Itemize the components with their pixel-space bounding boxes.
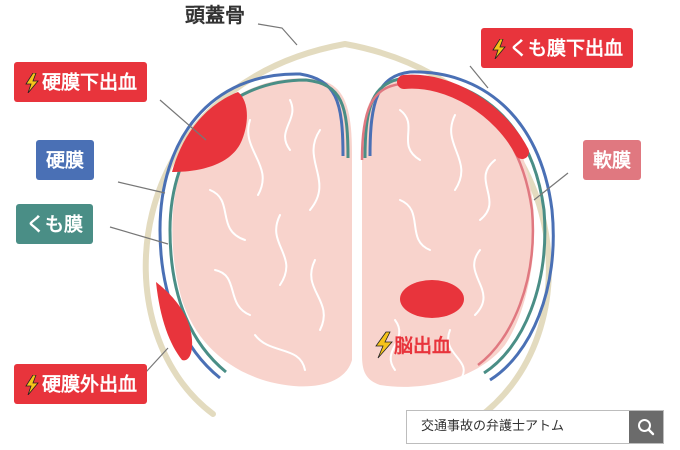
intracerebral-hemorrhage-region: [400, 280, 464, 318]
pia-mater-label: 軟膜: [583, 140, 642, 180]
subdural-hematoma-region: [172, 92, 247, 172]
search-box[interactable]: 交通事故の弁護士アトム: [406, 410, 664, 444]
dura-mater-label: 硬膜: [36, 140, 95, 180]
arachnoid-label: くも膜: [16, 204, 94, 244]
right-hemisphere: [362, 79, 535, 387]
svg-text:脳出血: 脳出血: [393, 334, 451, 357]
right-brain-folds: [389, 109, 496, 381]
lightning-bolt-icon: [492, 38, 506, 59]
epidural-hematoma-region: [156, 282, 193, 361]
search-icon: [638, 419, 655, 436]
lightning-bolt-icon: [25, 374, 39, 395]
leader-lines: [109, 23, 569, 373]
epidural-hematoma-label: 硬膜外出血: [14, 364, 148, 404]
left-brain-folds: [209, 99, 325, 371]
right-brain-tissue: [362, 79, 535, 387]
search-text: 交通事故の弁護士アトム: [421, 419, 565, 434]
skull-label: 頭蓋骨: [185, 3, 245, 27]
search-button[interactable]: [629, 411, 663, 443]
subdural-hematoma-label: 硬膜下出血: [14, 62, 148, 102]
intracerebral-hemorrhage-label: 脳出血: [375, 331, 451, 359]
subarachnoid-hemorrhage-region: [397, 74, 529, 159]
skull-bone: [142, 40, 552, 421]
subarachnoid-hemorrhage-label: くも膜下出血: [481, 28, 634, 68]
lightning-bolt-icon: [25, 72, 39, 93]
lightning-bolt-icon: [375, 331, 393, 359]
